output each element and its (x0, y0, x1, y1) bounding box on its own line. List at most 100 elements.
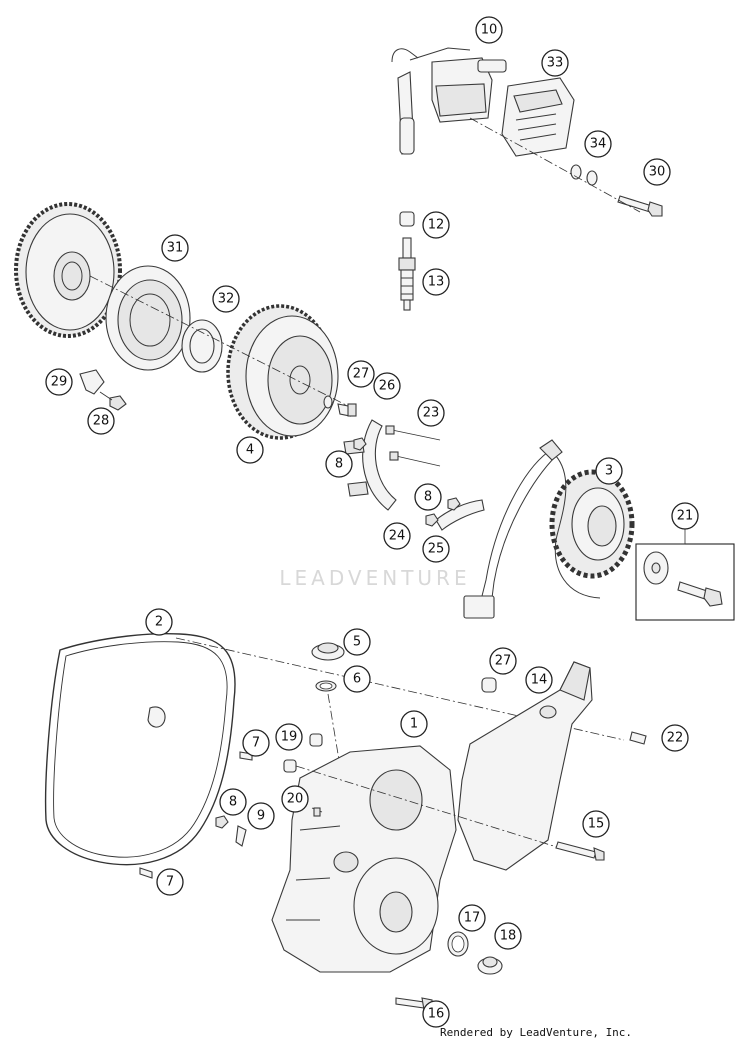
callout-15[interactable]: 15 (582, 810, 610, 838)
freewheel-31 (105, 265, 191, 371)
washer-34 (570, 164, 598, 186)
svg-text:17: 17 (464, 911, 481, 926)
svg-text:7: 7 (166, 875, 174, 890)
svg-text:3: 3 (605, 464, 613, 479)
svg-text:32: 32 (218, 292, 235, 307)
callout-27-upper[interactable]: 27 (347, 360, 375, 388)
stator-cable (463, 439, 601, 619)
callout-8-lower[interactable]: 8 (219, 788, 247, 816)
svg-text:4: 4 (246, 443, 254, 458)
callout-12[interactable]: 12 (422, 211, 450, 239)
svg-text:5: 5 (353, 635, 361, 650)
svg-text:26: 26 (379, 379, 396, 394)
svg-text:29: 29 (51, 375, 68, 390)
callout-5[interactable]: 5 (343, 628, 371, 656)
svg-text:34: 34 (590, 137, 607, 152)
washer-27-upper (323, 395, 333, 409)
callout-8-left[interactable]: 8 (325, 450, 353, 478)
callout-21[interactable]: 21 (671, 502, 699, 530)
chain-tensioner-25 (435, 499, 485, 531)
nut-8-upper (353, 437, 367, 451)
bolt-26 (337, 403, 357, 417)
callout-25[interactable]: 25 (422, 535, 450, 563)
svg-text:14: 14 (531, 673, 548, 688)
callout-34[interactable]: 34 (584, 130, 612, 158)
svg-text:13: 13 (428, 275, 445, 290)
callout-19[interactable]: 19 (275, 723, 303, 751)
chain-guide-24 (343, 419, 397, 511)
watermark: LEADVENTURE (279, 566, 471, 590)
callout-24[interactable]: 24 (383, 522, 411, 550)
svg-text:30: 30 (649, 165, 666, 180)
svg-text:27: 27 (353, 367, 370, 382)
bearing-ring-32 (181, 319, 223, 373)
callout-31[interactable]: 31 (161, 234, 189, 262)
callout-9[interactable]: 9 (247, 802, 275, 830)
svg-text:8: 8 (229, 795, 237, 810)
filler-cap-5 (311, 642, 345, 661)
svg-text:8: 8 (335, 457, 343, 472)
svg-text:28: 28 (93, 414, 110, 429)
callout-18[interactable]: 18 (494, 922, 522, 950)
plug-18 (477, 956, 503, 975)
clip-9 (235, 825, 247, 847)
callout-23[interactable]: 23 (417, 399, 445, 427)
nut-8-lower (215, 815, 229, 829)
callout-8-right[interactable]: 8 (414, 483, 442, 511)
svg-text:24: 24 (389, 529, 406, 544)
svg-text:25: 25 (428, 542, 445, 557)
svg-text:23: 23 (423, 406, 440, 421)
sensor-20 (311, 807, 323, 817)
chain-cover-14 (457, 661, 593, 871)
svg-text:7: 7 (252, 736, 260, 751)
callout-7-upper[interactable]: 7 (242, 729, 270, 757)
spark-plug-13 (398, 237, 416, 311)
ring-17 (447, 931, 469, 957)
svg-text:22: 22 (667, 731, 684, 746)
callout-10[interactable]: 10 (475, 16, 503, 44)
callout-4[interactable]: 4 (236, 436, 264, 464)
bolt-15 (555, 841, 605, 861)
callout-20[interactable]: 20 (281, 785, 309, 813)
callout-6[interactable]: 6 (343, 665, 371, 693)
callout-33[interactable]: 33 (541, 49, 569, 77)
callout-22[interactable]: 22 (661, 724, 689, 752)
dowel-27-lower (481, 677, 497, 693)
svg-text:15: 15 (588, 817, 605, 832)
callout-30[interactable]: 30 (643, 158, 671, 186)
svg-text:27: 27 (495, 654, 512, 669)
spark-plug-cap-12 (399, 211, 415, 227)
bracket-29 (79, 369, 105, 395)
callout-17[interactable]: 17 (458, 904, 486, 932)
ignition-cover-1 (271, 745, 457, 973)
callout-14[interactable]: 14 (525, 666, 553, 694)
bolt-30 (617, 195, 663, 217)
svg-text:21: 21 (677, 509, 694, 524)
bolt-22 (629, 731, 647, 745)
callout-2[interactable]: 2 (145, 608, 173, 636)
starter-gear (14, 202, 122, 338)
callout-26[interactable]: 26 (373, 372, 401, 400)
cover-gasket-2 (44, 633, 236, 866)
svg-text:8: 8 (424, 490, 432, 505)
svg-text:12: 12 (428, 218, 445, 233)
callout-28[interactable]: 28 (87, 407, 115, 435)
callout-13[interactable]: 13 (422, 268, 450, 296)
svg-text:33: 33 (547, 56, 564, 71)
callout-3[interactable]: 3 (595, 457, 623, 485)
callout-1[interactable]: 1 (400, 710, 428, 738)
svg-text:9: 9 (257, 809, 265, 824)
svg-text:6: 6 (353, 672, 361, 687)
o-ring-6 (315, 680, 337, 692)
svg-text:19: 19 (281, 730, 298, 745)
svg-text:2: 2 (155, 615, 163, 630)
bolt-kit-21 (635, 528, 735, 621)
svg-text:18: 18 (500, 929, 517, 944)
callout-32[interactable]: 32 (212, 285, 240, 313)
callout-7-lower[interactable]: 7 (156, 868, 184, 896)
callout-29[interactable]: 29 (45, 368, 73, 396)
render-credit: Rendered by LeadVenture, Inc. (440, 1026, 633, 1039)
callout-16[interactable]: 16 (422, 1000, 450, 1028)
callout-27-lower[interactable]: 27 (489, 647, 517, 675)
